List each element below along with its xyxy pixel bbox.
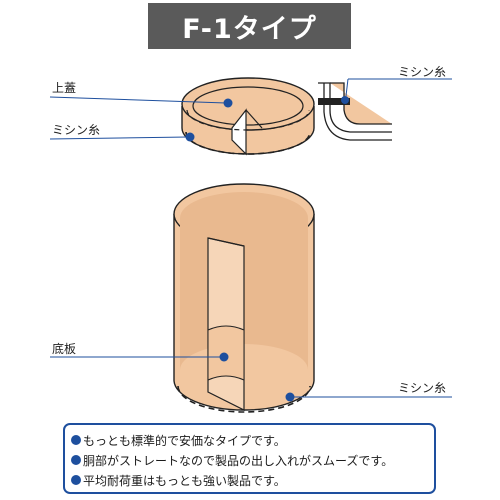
- lid-thread-callout-dot: [185, 132, 195, 142]
- bullet-icon: [71, 455, 81, 465]
- note-item: もっとも標準的で安価なタイプです。: [71, 430, 434, 450]
- body-thread-callout-dot: [285, 392, 295, 402]
- drum-stitch: [177, 385, 311, 413]
- label-lid: 上蓋: [52, 81, 77, 95]
- lid-stitch: [185, 131, 311, 155]
- label-bottom-plate: 底板: [52, 342, 77, 356]
- note-item: 平均耐荷重はもっとも強い製品です。: [71, 470, 434, 490]
- note-text: もっとも標準的で安価なタイプです。: [83, 433, 286, 448]
- title-banner: F-1タイプ: [148, 3, 351, 49]
- bullet-icon: [71, 435, 81, 445]
- label-sewing-thread-body: ミシン糸: [398, 381, 447, 395]
- label-sewing-thread-lid: ミシン糸: [52, 123, 101, 137]
- note-text: 平均耐荷重はもっとも強い製品です。: [83, 473, 286, 488]
- lid-cutaway: [231, 108, 247, 156]
- lid: [181, 77, 315, 156]
- bullet-icon: [71, 475, 81, 485]
- drum-cutaway: [207, 237, 245, 411]
- thread-detail-dot: [341, 96, 349, 104]
- lid-callout-dot: [223, 98, 233, 108]
- callouts: [49, 78, 452, 402]
- drum-body: [173, 183, 315, 413]
- lid-section-detail: [318, 82, 392, 141]
- lid-inner-disc: [192, 86, 304, 126]
- page-title: F-1タイプ: [182, 13, 317, 45]
- bottom-callout-dot: [219, 352, 229, 362]
- notes-box: もっとも標準的で安価なタイプです。 胴部がストレートなので製品の出し入れがスムー…: [63, 423, 436, 494]
- label-sewing-thread-detail: ミシン糸: [398, 65, 447, 79]
- note-item: 胴部がストレートなので製品の出し入れがスムーズです。: [71, 450, 434, 470]
- note-text: 胴部がストレートなので製品の出し入れがスムーズです。: [83, 453, 394, 468]
